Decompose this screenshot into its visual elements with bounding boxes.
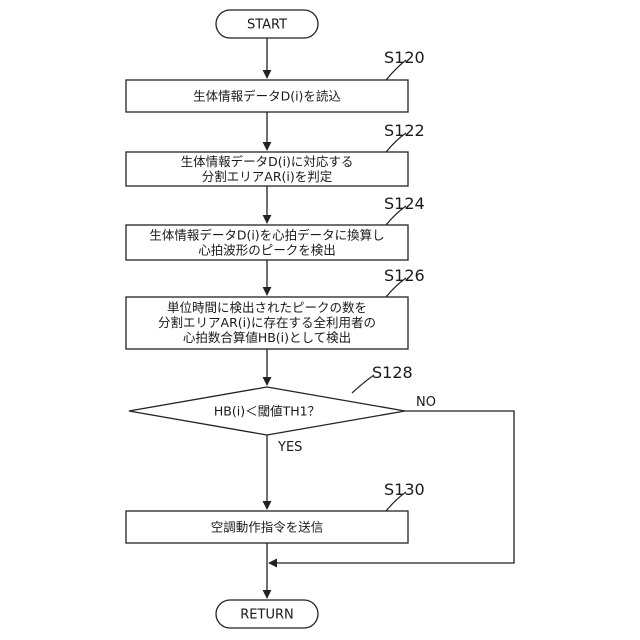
start-terminal: START bbox=[216, 10, 318, 38]
process-s124-line2: 心拍波形のピークを検出 bbox=[198, 243, 336, 258]
step-label-s120: S120 bbox=[384, 48, 425, 67]
process-s126-line1: 単位時間に検出されたピークの数を bbox=[167, 300, 367, 315]
start-label: START bbox=[247, 18, 287, 33]
process-s124-line1: 生体情報データD(i)を心拍データに換算し bbox=[149, 228, 384, 243]
process-s130: 空調動作指令を送信 bbox=[126, 511, 408, 543]
leader-s128 bbox=[352, 375, 374, 393]
process-s124: 生体情報データD(i)を心拍データに換算し 心拍波形のピークを検出 bbox=[126, 225, 408, 260]
step-label-s128: S128 bbox=[372, 363, 413, 382]
return-label: RETURN bbox=[240, 608, 293, 623]
decision-s128-text: HB(i)＜閾値TH1？ bbox=[214, 404, 320, 419]
yes-label: YES bbox=[277, 440, 302, 455]
process-s120: 生体情報データD(i)を読込 bbox=[126, 80, 408, 112]
process-s122-line1: 生体情報データD(i)に対応する bbox=[181, 154, 354, 169]
step-label-s124: S124 bbox=[384, 194, 425, 213]
return-terminal: RETURN bbox=[216, 600, 318, 628]
process-s126-line2: 分割エリアAR(i)に存在する全利用者の bbox=[158, 315, 376, 330]
process-s120-text: 生体情報データD(i)を読込 bbox=[193, 89, 341, 104]
process-s126: 単位時間に検出されたピークの数を 分割エリアAR(i)に存在する全利用者の 心拍… bbox=[126, 297, 408, 349]
process-s122: 生体情報データD(i)に対応する 分割エリアAR(i)を判定 bbox=[126, 152, 408, 186]
process-s126-line3: 心拍数合算値HB(i)として検出 bbox=[183, 330, 351, 345]
step-label-s122: S122 bbox=[384, 121, 425, 140]
step-label-s126: S126 bbox=[384, 266, 425, 285]
process-s122-line2: 分割エリアAR(i)を判定 bbox=[202, 169, 332, 184]
process-s130-text: 空調動作指令を送信 bbox=[211, 520, 324, 535]
no-label: NO bbox=[416, 395, 436, 410]
decision-s128: HB(i)＜閾値TH1？ bbox=[129, 387, 405, 435]
step-label-s130: S130 bbox=[384, 480, 425, 499]
